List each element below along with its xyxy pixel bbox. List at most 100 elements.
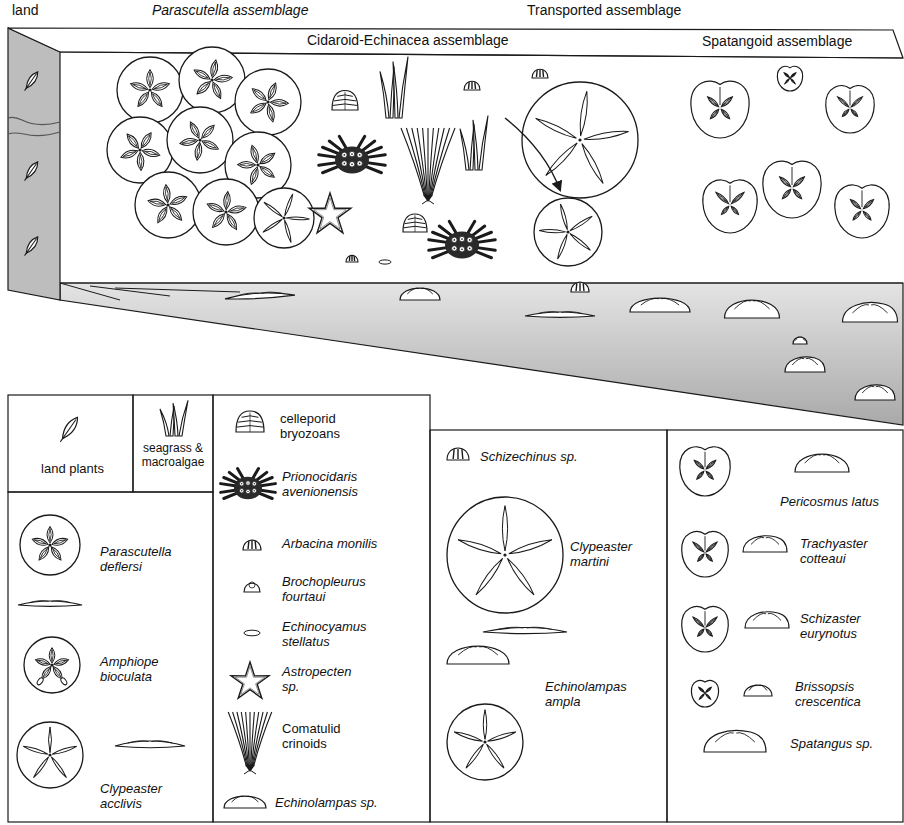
tubercle (349, 151, 354, 156)
petal-outline (502, 506, 507, 551)
petal (53, 657, 69, 667)
petal-outline (705, 628, 714, 637)
petal-inner (196, 144, 201, 158)
legend-panel (430, 430, 667, 822)
test-outline (447, 704, 523, 780)
petal (720, 205, 730, 216)
leaf-rib (25, 163, 37, 180)
petal-outline (265, 103, 276, 122)
petal (209, 59, 219, 78)
test-outline (763, 161, 821, 218)
legend-label: land plants (20, 462, 125, 477)
petal (249, 100, 268, 115)
legend-label: Schizaster eurynotus (800, 612, 900, 642)
petal-inner (694, 618, 703, 626)
petal-inner (53, 667, 62, 678)
profile-petal (800, 337, 804, 341)
petal-outline (697, 628, 706, 637)
petal-inner (216, 76, 230, 80)
petal-inner (708, 97, 718, 106)
petal-inner (851, 110, 857, 116)
profile-outline (483, 628, 567, 634)
sea-star (309, 193, 351, 233)
small-test-band (254, 541, 256, 549)
petal-inner (732, 193, 743, 203)
colony-seam (345, 92, 346, 110)
apical-disc (148, 88, 151, 91)
test-outline (20, 515, 80, 575)
small-test-band (351, 256, 352, 261)
apical-disc (48, 543, 51, 546)
bryozoan-colony (403, 214, 427, 232)
echinoid-profile (483, 627, 567, 633)
apical-disc (198, 138, 201, 141)
small-test-band (474, 82, 476, 89)
profile-petal (876, 386, 888, 393)
leaf (22, 160, 41, 183)
petal (852, 210, 862, 221)
petal-inner (791, 73, 795, 77)
test-outline (135, 172, 201, 238)
petal-inner (122, 150, 136, 157)
petal-inner (37, 659, 49, 665)
small-test-band (582, 283, 584, 291)
echinoid-profile (855, 385, 895, 400)
profile-petal (749, 685, 757, 690)
petal (210, 81, 224, 100)
petal (784, 78, 790, 84)
petal-inner (261, 167, 274, 177)
petal-outline (120, 148, 139, 161)
small-test (346, 255, 358, 262)
petal-inner (706, 694, 710, 699)
seagrass (460, 116, 488, 170)
profile-outline (225, 291, 295, 300)
echinoid-profile (400, 288, 440, 300)
assemblage-label: Spatangoid assemblage (700, 33, 854, 49)
tubercle (252, 482, 256, 486)
petal-outline (32, 756, 50, 779)
test-outline (522, 82, 638, 198)
apical-disc (578, 138, 581, 141)
legend-label: Schizechinus sp. (480, 450, 650, 465)
petal (792, 188, 803, 200)
colony-seam (415, 215, 416, 232)
leaf-outline (24, 70, 41, 90)
petal-inner (42, 667, 51, 678)
petal-outline (135, 90, 151, 109)
anterior-groove (720, 87, 721, 105)
petal-outline (705, 616, 718, 628)
seagrass-blade (473, 120, 478, 170)
petal (569, 215, 593, 232)
petal-inner (170, 207, 181, 219)
petal (258, 164, 276, 180)
petal (695, 470, 705, 480)
legend-label: Echinolampas sp. (275, 796, 425, 811)
petal (31, 536, 49, 547)
profile-petal (641, 298, 659, 305)
petal (706, 95, 720, 108)
small-echinoid (447, 448, 469, 460)
petal-inner (55, 659, 67, 665)
petal-outline (125, 132, 142, 150)
sand-dollar (17, 722, 83, 788)
petal-outline (147, 70, 154, 88)
petal (699, 693, 705, 700)
seagrass (160, 400, 188, 436)
apical-disc (224, 210, 227, 213)
test-outline (835, 185, 889, 238)
petal (47, 526, 53, 543)
transported-assemblage (505, 82, 690, 317)
petal-inner (240, 163, 254, 166)
petal-outline (695, 470, 705, 480)
echinoid-profile (793, 337, 807, 344)
legend-panel (667, 430, 903, 822)
leaf (22, 70, 41, 93)
legend-panel (8, 492, 213, 822)
petal-outline (730, 205, 740, 216)
petal-inner (780, 177, 790, 186)
tubercle-centre (351, 153, 353, 155)
petal (147, 198, 166, 208)
profile-petal (862, 386, 874, 393)
petal-outline (187, 120, 201, 139)
